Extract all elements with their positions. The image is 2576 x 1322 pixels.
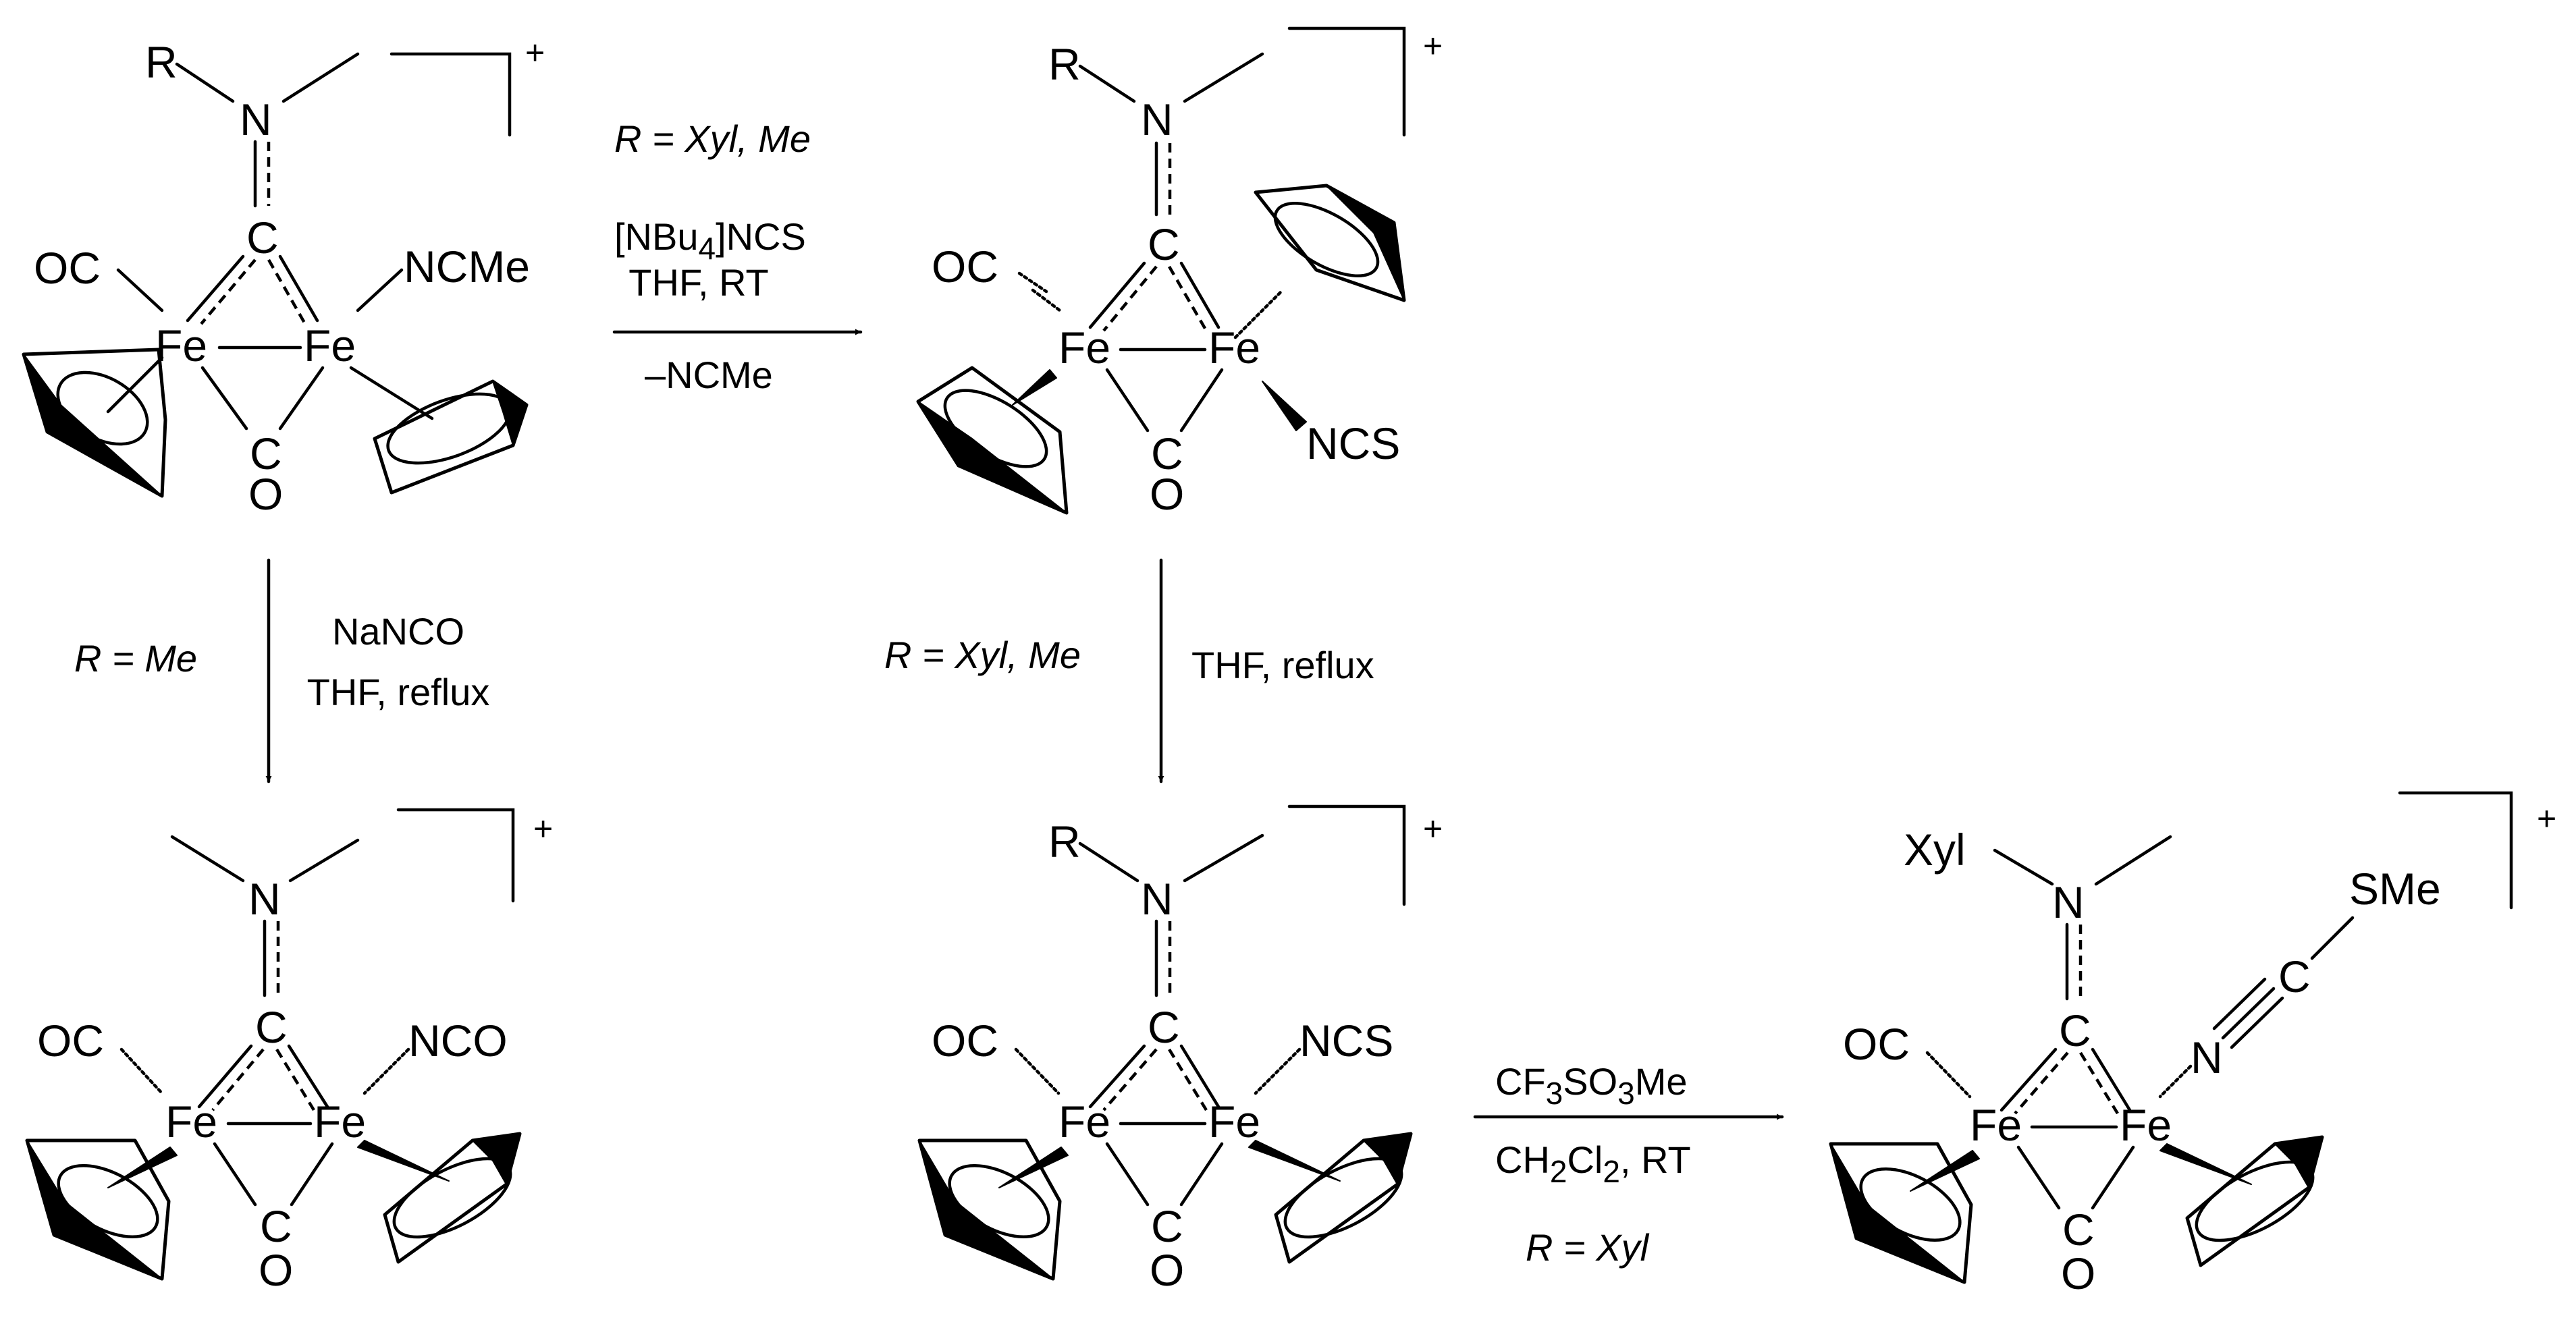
bridging-c-label: C [1148, 1002, 1180, 1052]
bridging-c-label: C [1148, 219, 1180, 269]
solvent: THF, reflux [1191, 644, 1374, 686]
imino-c-label: C [2278, 952, 2311, 1001]
n-label: N [248, 874, 281, 924]
byproduct: –NCMe [645, 354, 773, 396]
r-condition: R = Xyl, Me [614, 117, 811, 160]
reagent: CF3SO3Me [1495, 1060, 1688, 1111]
molecule-1-ncme-complex: R N C OC NCMe Fe Fe C O + [22, 34, 545, 519]
r-label: R [1048, 817, 1081, 866]
r-condition: R = Xyl, Me [884, 634, 1081, 676]
ncs-label: NCS [1299, 1016, 1393, 1066]
reaction-arrow-left: R = Me NaNCO THF, reflux [74, 558, 490, 783]
charge-label: + [1423, 810, 1443, 848]
molecule-4-ncs-complex: R N C OC NCS Fe Fe C O + [917, 804, 1443, 1295]
fe-right-label: Fe [2120, 1100, 2172, 1150]
oc-label: OC [1843, 1019, 1910, 1069]
oc-label: OC [932, 1016, 998, 1066]
ncme-label: NCMe [404, 242, 530, 292]
sme-label: SMe [2349, 864, 2441, 914]
fe-left-label: Fe [1970, 1100, 2022, 1150]
bridging-c-label: C [255, 1002, 288, 1052]
r-label: R [1048, 39, 1081, 89]
reaction-arrow-top: R = Xyl, Me [NBu4]NCS THF, RT –NCMe [612, 117, 863, 396]
oc-label: OC [34, 243, 101, 293]
nco-label: NCO [408, 1016, 508, 1066]
solvent: THF, reflux [307, 671, 490, 713]
fe-left-label: Fe [1058, 1097, 1110, 1147]
charge-label: + [1423, 27, 1443, 65]
charge-label: + [533, 810, 553, 848]
molecule-3-nco-complex: N C OC NCO Fe Fe C O + [25, 808, 553, 1295]
n-label: N [1141, 94, 1173, 144]
oc-label: OC [932, 242, 998, 292]
r-condition: R = Xyl [1526, 1226, 1650, 1269]
n-label: N [240, 94, 272, 144]
fe-left-label: Fe [165, 1097, 217, 1147]
fe-right-label: Fe [1208, 323, 1260, 373]
molecule-5-sme-product: Xyl N C OC N C SMe Fe Fe C O [1829, 791, 2556, 1298]
fe-right-label: Fe [1208, 1097, 1260, 1147]
bridging-co-c-label: C [1151, 1201, 1183, 1251]
bridging-c-label: C [2059, 1006, 2091, 1055]
isothiocyanate-n-label: N [2191, 1032, 2223, 1082]
charge-label: + [525, 34, 545, 72]
solvent: CH2Cl2, RT [1495, 1138, 1691, 1189]
bridging-co-o-label: O [248, 469, 283, 519]
bridging-co-c-label: C [2062, 1205, 2095, 1255]
bridging-co-c-label: C [1151, 429, 1183, 478]
molecule-2-ncs-terminal: R N C OC Fe Fe C O NCS + [916, 26, 1443, 519]
reagent: NaNCO [332, 610, 464, 653]
reagent: [NBu4]NCS [614, 215, 806, 266]
fe-left-label: Fe [155, 321, 207, 370]
bridging-c-label: C [246, 213, 279, 263]
oc-label: OC [37, 1016, 104, 1066]
reaction-arrow-bottom: CF3SO3Me CH2Cl2, RT R = Xyl [1473, 1060, 1784, 1269]
ncs-label: NCS [1306, 418, 1400, 468]
bridging-co-c-label: C [260, 1201, 292, 1251]
fe-right-label: Fe [314, 1097, 366, 1147]
n-label: N [2052, 877, 2085, 927]
n-label: N [1141, 874, 1173, 924]
r-condition: R = Me [74, 637, 197, 680]
bridging-co-o-label: O [259, 1245, 293, 1295]
xyl-label: Xyl [1904, 825, 1966, 875]
reaction-arrow-middle: R = Xyl, Me THF, reflux [884, 558, 1374, 783]
bridging-co-o-label: O [1150, 469, 1184, 519]
r-label: R [145, 37, 178, 87]
fe-left-label: Fe [1058, 323, 1110, 373]
bridging-co-o-label: O [2061, 1248, 2095, 1298]
charge-label: + [2537, 800, 2556, 837]
bridging-co-o-label: O [1150, 1245, 1184, 1295]
fe-right-label: Fe [304, 321, 356, 370]
bridging-co-c-label: C [250, 429, 282, 478]
solvent: THF, RT [628, 261, 768, 304]
